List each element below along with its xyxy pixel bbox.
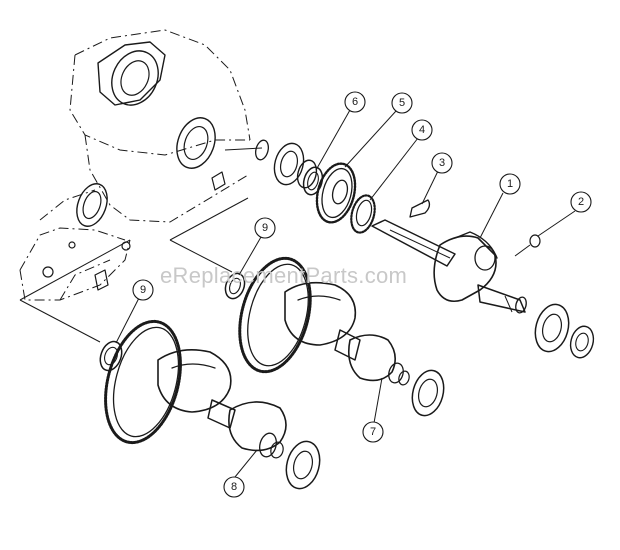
callout-9-lower-label: 9 xyxy=(140,284,146,296)
housing-bearing xyxy=(255,139,318,189)
callout-9-lower: 9 xyxy=(132,279,154,301)
callout-5-label: 5 xyxy=(399,97,405,109)
part-5-gear xyxy=(315,162,357,224)
part-7-balancer-shaft xyxy=(238,256,410,386)
crankshaft-bearings xyxy=(534,303,595,359)
upper-shaft-bearing xyxy=(411,369,445,417)
part-3-key xyxy=(409,199,431,218)
callout-leaders xyxy=(115,109,576,478)
engine-housing xyxy=(19,29,251,301)
callout-7-label: 7 xyxy=(370,426,376,438)
callout-6-label: 6 xyxy=(352,96,358,108)
leader-lines xyxy=(19,147,263,343)
callout-4: 4 xyxy=(411,119,433,141)
callout-3-label: 3 xyxy=(439,157,445,169)
callout-2: 2 xyxy=(570,191,592,213)
part-6-washer xyxy=(302,166,324,196)
callout-5: 5 xyxy=(391,92,413,114)
callout-7: 7 xyxy=(362,421,384,443)
part-4-gear xyxy=(350,194,376,234)
callout-1-label: 1 xyxy=(507,178,513,190)
lower-shaft-bearing xyxy=(285,440,321,490)
callout-9-upper: 9 xyxy=(254,217,276,239)
part-1-crankshaft xyxy=(371,219,527,314)
callout-2-label: 2 xyxy=(578,196,584,208)
part-2-pin xyxy=(514,234,541,257)
callout-8: 8 xyxy=(223,476,245,498)
callout-1: 1 xyxy=(499,173,521,195)
callout-9-upper-label: 9 xyxy=(262,222,268,234)
watermark-text: eReplacementParts.com xyxy=(160,263,407,288)
callout-4-label: 4 xyxy=(419,124,425,136)
callout-6: 6 xyxy=(344,91,366,113)
part-8-balancer-shaft xyxy=(104,319,287,459)
callout-3: 3 xyxy=(431,152,453,174)
callout-8-label: 8 xyxy=(231,481,237,493)
